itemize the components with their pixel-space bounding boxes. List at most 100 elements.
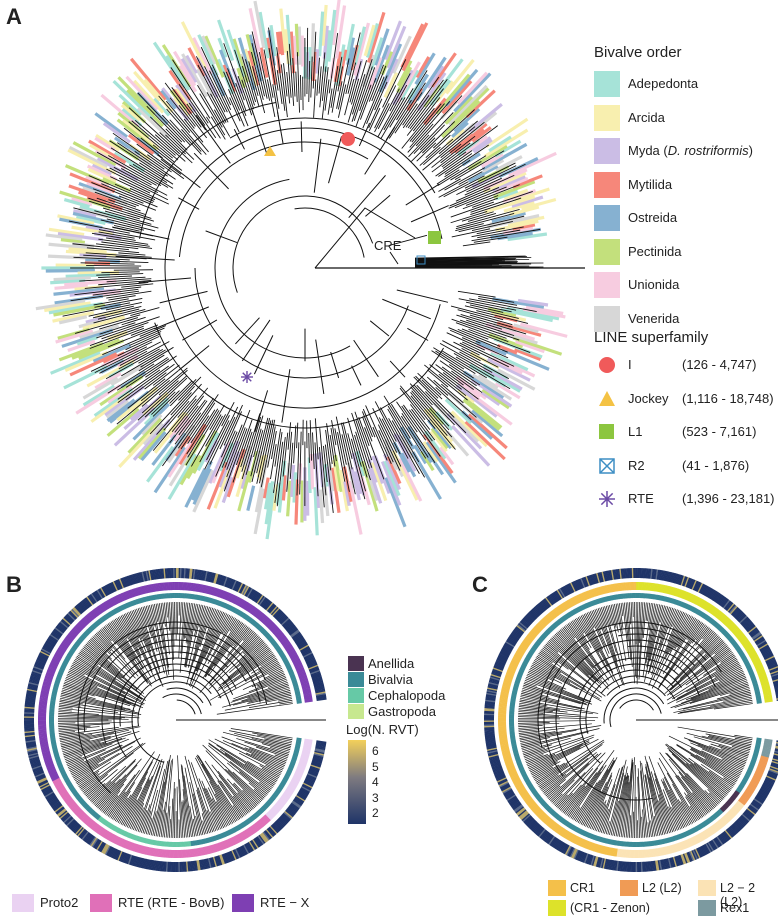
ring-segment	[623, 582, 626, 591]
ring-segment	[71, 628, 80, 635]
tree-branch	[219, 416, 236, 450]
ring-segment	[229, 605, 234, 612]
ring-segment	[295, 745, 301, 748]
ring-segment	[102, 615, 108, 621]
tip-color-bar	[468, 164, 499, 183]
ring-segment	[72, 645, 78, 650]
tip-color-bar	[327, 9, 337, 62]
tree-branch	[455, 322, 509, 343]
ring-segment	[44, 676, 53, 681]
tree-branch	[165, 100, 209, 153]
tip-color-bar	[513, 323, 539, 334]
ring-segment	[287, 648, 295, 654]
ring-segment	[48, 769, 57, 775]
tree-branch	[296, 442, 300, 496]
ring-segment	[618, 840, 621, 847]
tree-branch	[147, 154, 172, 173]
ring-segment	[305, 658, 316, 664]
ring-segment	[277, 787, 283, 792]
ring-segment	[310, 671, 321, 676]
ring-segment	[46, 671, 55, 676]
legend-label-mytilida: Mytilida	[628, 176, 673, 192]
tip-color-bar	[133, 70, 161, 103]
ring-segment	[109, 834, 116, 842]
ring-segment	[64, 615, 73, 624]
tip-color-bar	[95, 133, 121, 152]
ring-segment	[260, 628, 265, 633]
ring-segment	[47, 767, 56, 772]
ring-segment	[48, 665, 57, 670]
ring-segment	[284, 774, 290, 779]
ring-segment	[25, 741, 36, 745]
ring-segment	[104, 820, 109, 826]
tree-branch	[342, 422, 353, 459]
tree-branch	[341, 434, 356, 495]
ring-segment	[301, 753, 310, 758]
ring-segment	[249, 590, 257, 600]
tip-color-bar	[72, 209, 97, 218]
ring-segment	[202, 596, 206, 602]
tree-branch	[125, 333, 161, 351]
tree-branch	[178, 399, 206, 436]
tree-branch	[417, 372, 442, 396]
tree-branch	[419, 124, 445, 151]
tree-branch	[413, 112, 454, 155]
ring-segment	[32, 668, 43, 674]
tree-branch	[94, 210, 159, 229]
ring-segment	[621, 841, 624, 847]
ring-segment	[247, 616, 252, 622]
tip-color-bar	[201, 35, 217, 65]
ring-segment	[287, 649, 296, 656]
tree-branch	[451, 370, 483, 393]
cre-branch	[414, 256, 491, 260]
tree-branch	[432, 109, 475, 149]
ring-segment	[229, 594, 235, 603]
ring-segment	[280, 654, 286, 659]
ring-segment	[135, 572, 140, 584]
tree-branch	[106, 168, 169, 201]
tree-branch	[144, 377, 188, 418]
ring-segment	[295, 743, 301, 747]
ring-segment	[114, 608, 119, 614]
ring-segment	[30, 760, 41, 765]
ring-segment	[28, 680, 39, 685]
ring-segment	[130, 574, 135, 585]
tree-branch	[106, 237, 149, 245]
tree-branch	[411, 137, 436, 162]
ring-segment	[108, 823, 113, 829]
ring-segment	[74, 792, 80, 798]
ring-segment	[293, 752, 299, 756]
internal-branch	[330, 351, 340, 379]
line-family-range: (126 - 4,747)	[682, 357, 757, 372]
ring-segment	[41, 647, 52, 654]
tree-branch	[325, 429, 332, 471]
ring-segment	[58, 621, 68, 630]
internal-branch	[157, 154, 201, 189]
tree-branch	[89, 325, 144, 347]
tree-branch	[454, 150, 505, 181]
ring-segment	[191, 848, 194, 858]
ring-segment	[25, 694, 37, 698]
ring-segment	[113, 580, 120, 591]
ring-segment	[61, 792, 69, 799]
cre-branch	[414, 258, 516, 261]
ring-segment	[121, 592, 127, 601]
ring-segment	[93, 622, 98, 628]
ring-segment	[130, 600, 134, 607]
ring-segment	[48, 636, 58, 644]
ring-segment	[264, 601, 273, 611]
ring-segment	[239, 611, 244, 617]
ring-segment	[227, 593, 232, 602]
ring-segment	[117, 579, 123, 589]
tree-branch	[170, 392, 192, 416]
tree-branch	[209, 70, 240, 133]
ring-segment	[302, 650, 312, 657]
tree-branch	[380, 97, 406, 139]
ring-segment	[39, 782, 49, 788]
ring-segment	[138, 572, 143, 583]
legend-color-swatch	[594, 238, 620, 265]
ring-segment	[126, 590, 132, 599]
ring-segment	[271, 607, 280, 617]
ring-segment	[156, 583, 159, 592]
tree-branch	[401, 412, 436, 463]
